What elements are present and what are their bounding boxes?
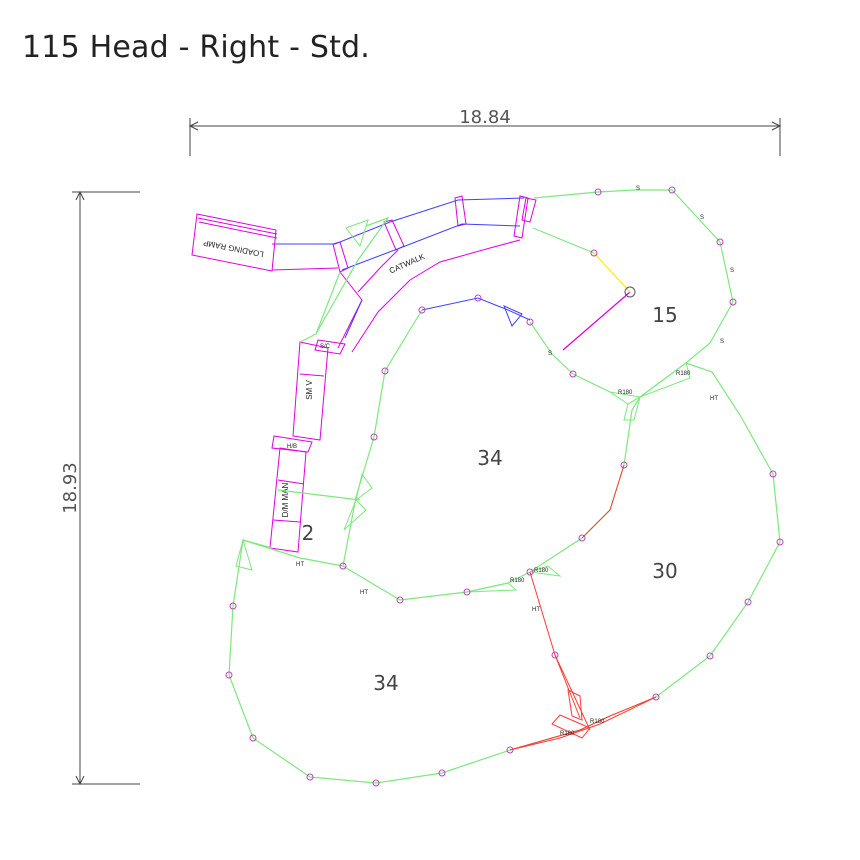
loading-ramp bbox=[191, 213, 278, 272]
loading-ramp-label: LOADING RAMP bbox=[203, 238, 265, 259]
fence-lines bbox=[228, 189, 781, 784]
s-label: S bbox=[720, 339, 724, 345]
area-30: 30 bbox=[652, 559, 677, 583]
fence-posts bbox=[225, 186, 784, 787]
s-label: S bbox=[730, 268, 734, 274]
area-34-top: 34 bbox=[477, 446, 502, 470]
page-title: 115 Head - Right - Std. bbox=[22, 30, 371, 65]
height-value: 18.93 bbox=[60, 462, 81, 514]
catwalk bbox=[276, 197, 531, 339]
alley-race bbox=[269, 195, 537, 553]
r180-label: R180 bbox=[534, 568, 549, 574]
dm-man-label: D/M MAN bbox=[281, 482, 290, 517]
r180-label: R180 bbox=[676, 371, 691, 377]
r180-label: R180 bbox=[590, 719, 605, 725]
gate-line-15 bbox=[562, 291, 631, 351]
height-dimension bbox=[72, 190, 140, 786]
sort-path bbox=[509, 464, 657, 751]
width-value: 18.84 bbox=[459, 107, 511, 128]
s-label: S bbox=[636, 186, 640, 192]
ht-label: HT bbox=[532, 607, 540, 613]
r180-label: R180 bbox=[510, 578, 525, 584]
ht-label: HT bbox=[710, 396, 718, 402]
r180-label: R180 bbox=[560, 731, 575, 737]
s-label: S bbox=[700, 215, 704, 221]
ht-label: HT bbox=[360, 590, 368, 596]
gate-yellow bbox=[593, 252, 631, 293]
sc-label: S/C bbox=[320, 344, 331, 350]
width-dimension bbox=[188, 118, 782, 156]
sm-v-label: SM V bbox=[305, 380, 314, 400]
s-label: S bbox=[548, 351, 552, 357]
area-15: 15 bbox=[652, 303, 677, 327]
area-2: 2 bbox=[302, 521, 315, 545]
catwalk-label: CATWALK bbox=[388, 252, 427, 276]
area-34-bottom: 34 bbox=[373, 671, 398, 695]
ht-label: HT bbox=[296, 562, 304, 568]
gate-fans bbox=[235, 219, 691, 593]
hb-label: H/B bbox=[287, 444, 297, 450]
r180-label: R180 bbox=[618, 390, 633, 396]
